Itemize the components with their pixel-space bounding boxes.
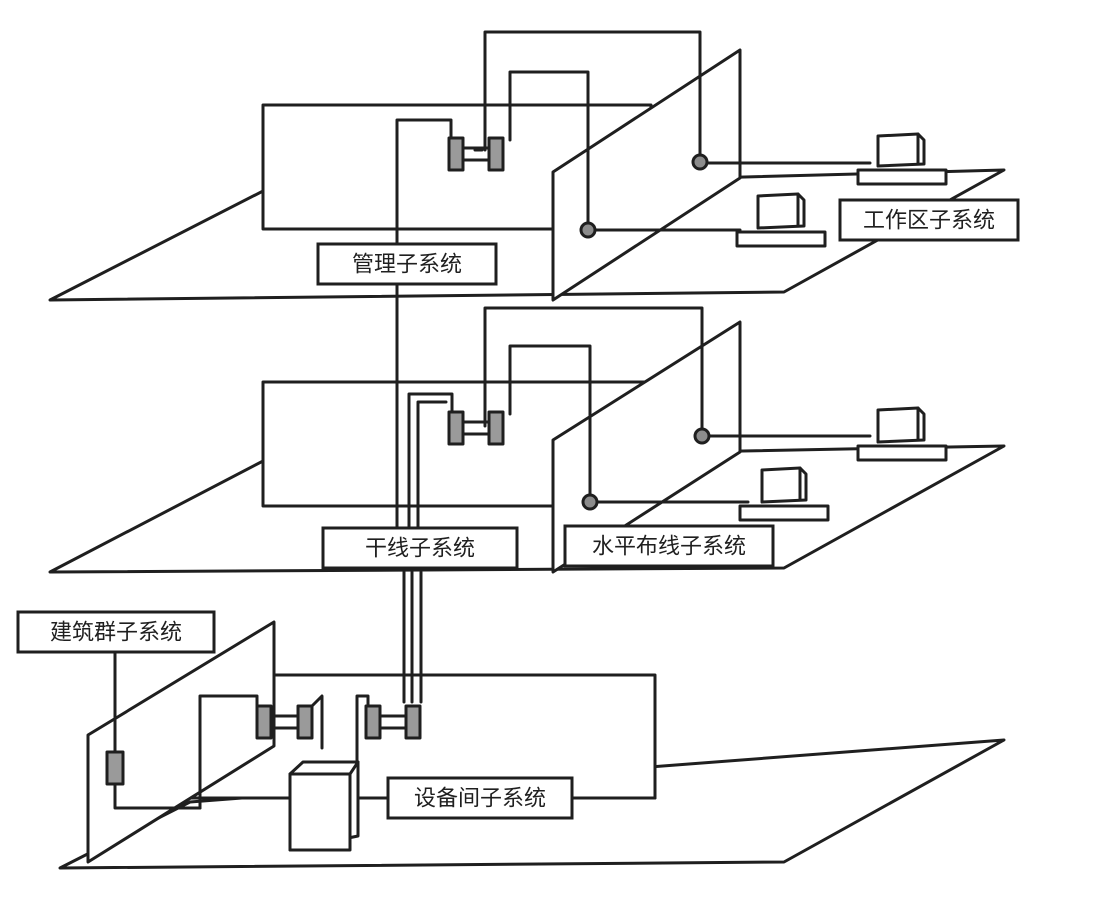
label-horizontal-text: 水平布线子系统: [592, 535, 746, 560]
label-work-area: 工作区子系统: [838, 198, 1020, 242]
label-management: 管理子系统: [316, 242, 498, 286]
campus-entry-module: [105, 750, 125, 786]
middle-patch-panel-right: [487, 410, 505, 446]
middle-floor: [48, 306, 1006, 574]
label-equipment-room: 设备间子系统: [386, 776, 574, 820]
label-campus: 建筑群子系统: [16, 610, 216, 654]
label-campus-text: 建筑群子系统: [50, 621, 182, 646]
middle-outlet-2: [581, 493, 599, 511]
bottom-patch-panel-3: [364, 704, 382, 740]
bottom-floor: [58, 570, 1006, 870]
middle-floor-partition-wall: [551, 320, 742, 574]
label-backbone: 干线子系统: [321, 526, 519, 570]
label-horizontal: 水平布线子系统: [563, 524, 775, 568]
top-patch-panel-left: [447, 136, 465, 172]
top-outlet-2: [579, 221, 597, 239]
bottom-floor-side-wall: [86, 620, 276, 864]
bottom-patch-panel-4: [404, 704, 422, 740]
label-management-text: 管理子系统: [352, 253, 462, 278]
label-backbone-text: 干线子系统: [365, 537, 475, 562]
top-floor-cables: [395, 30, 872, 246]
bottom-floor-cables: [113, 570, 657, 810]
top-floor-slab: [48, 168, 1006, 302]
top-patch-panel-right: [487, 136, 505, 172]
top-outlet-1: [691, 153, 709, 171]
bottom-patch-panel-2: [296, 704, 314, 740]
label-work-area-text: 工作区子系统: [863, 209, 995, 234]
middle-floor-cables: [407, 306, 872, 530]
middle-patch-panel-left: [447, 410, 465, 446]
label-equipment-room-text: 设备间子系统: [414, 787, 546, 812]
top-workstation-2: [735, 192, 827, 248]
top-floor: [48, 30, 1006, 302]
middle-workstation-1: [856, 406, 948, 462]
middle-floor-slab: [48, 444, 1006, 574]
middle-workstation-2: [738, 466, 830, 522]
top-floor-partition-wall: [551, 48, 742, 302]
top-workstation-1: [856, 132, 948, 186]
middle-outlet-1: [693, 427, 711, 445]
equipment-cabinet: [288, 760, 360, 852]
bottom-patch-panel-1: [255, 704, 273, 740]
